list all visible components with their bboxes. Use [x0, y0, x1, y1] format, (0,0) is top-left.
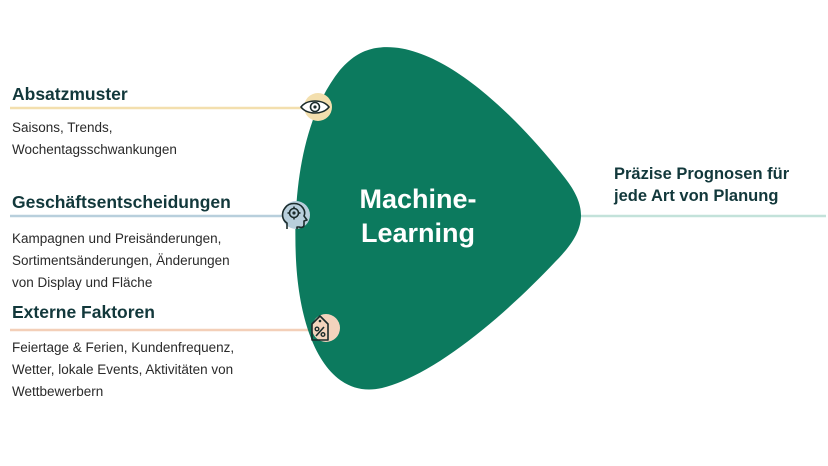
center-title-line2: Learning	[360, 218, 475, 248]
factor-desc-externe-faktoren: Feiertage & Ferien, Kundenfrequenz, Wett…	[12, 337, 272, 403]
desc-line: Sortimentsänderungen, Änderungen	[12, 253, 230, 268]
center-title: Machine- Learning	[318, 182, 518, 250]
desc-line: Wetter, lokale Events, Aktivitäten von	[12, 362, 234, 377]
machine-learning-blob	[295, 47, 582, 390]
desc-line: von Display und Fläche	[12, 275, 153, 290]
desc-line: Kampagnen und Preisänderungen,	[12, 231, 222, 246]
desc-line: Saisons, Trends,	[12, 120, 113, 135]
output-text: Präzise Prognosen für jede Art von Planu…	[614, 163, 824, 207]
desc-line: Wochentagsschwankungen	[12, 142, 177, 157]
factor-title-externe-faktoren: Externe Faktoren	[12, 302, 155, 322]
center-title-line1: Machine-	[359, 184, 477, 214]
percent-tag-icon	[304, 310, 340, 351]
head-gear-icon	[276, 198, 312, 239]
eye-icon	[298, 91, 334, 128]
output-line1: Präzise Prognosen für	[614, 165, 790, 183]
output-line2: jede Art von Planung	[614, 187, 779, 205]
desc-line: Wettbewerbern	[12, 384, 104, 399]
factor-title-geschaeftsentscheidungen: Geschäftsentscheidungen	[12, 192, 231, 212]
desc-line: Feiertage & Ferien, Kundenfrequenz,	[12, 340, 235, 355]
factor-title-absatzmuster: Absatzmuster	[12, 84, 128, 104]
factor-desc-geschaeftsentscheidungen: Kampagnen und Preisänderungen, Sortiment…	[12, 228, 272, 294]
factor-desc-absatzmuster: Saisons, Trends, Wochentagsschwankungen	[12, 117, 272, 161]
